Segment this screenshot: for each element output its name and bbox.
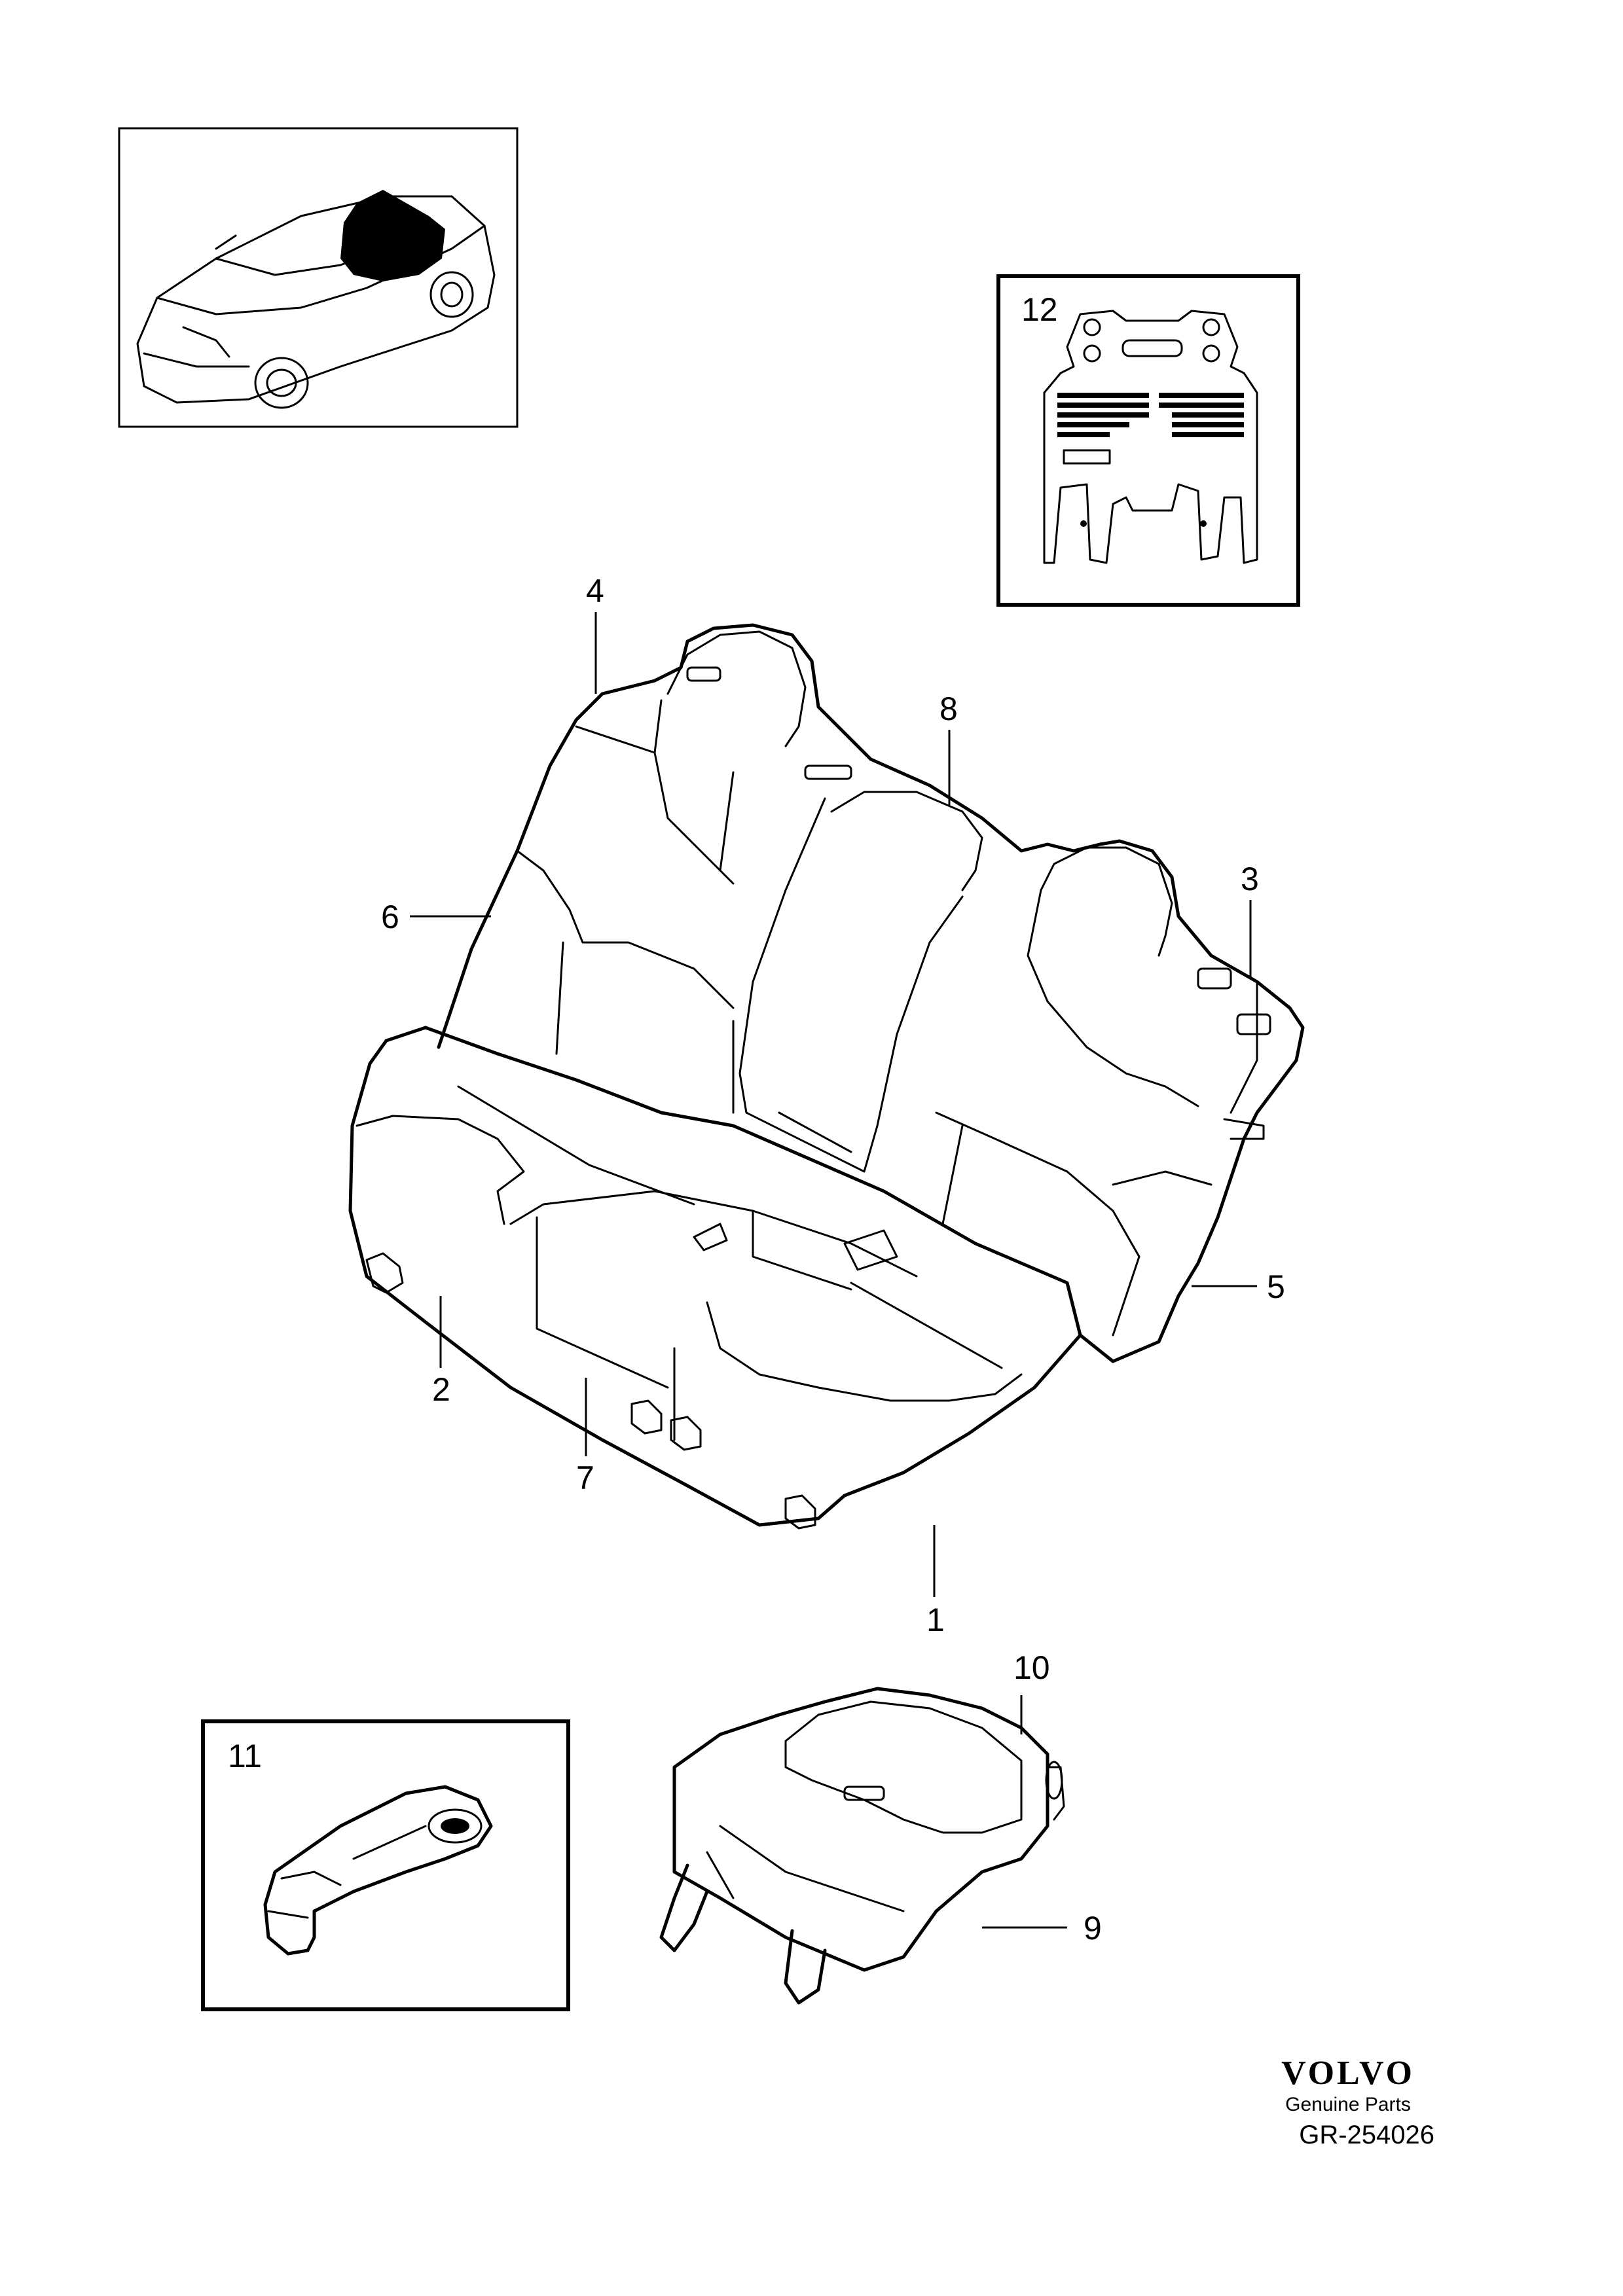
leader-lines <box>410 612 1257 1929</box>
brand-subtitle: Genuine Parts <box>1285 2094 1411 2115</box>
callout-10: 10 <box>1013 1649 1050 1686</box>
callout-8: 8 <box>939 691 958 727</box>
car-locator-icon <box>136 190 496 409</box>
diagram-reference: GR-254026 <box>1299 2121 1434 2149</box>
clip-inset: 11 <box>201 1719 570 2011</box>
callout-2: 2 <box>432 1371 450 1408</box>
car-locator-inset <box>118 127 519 428</box>
callout-9: 9 <box>1084 1910 1102 1946</box>
callout-12: 12 <box>1021 291 1058 328</box>
callout-1: 1 <box>926 1602 945 1638</box>
seat-label-sticker <box>1043 310 1258 564</box>
belt-guide-clip <box>263 1785 493 1956</box>
callout-5: 5 <box>1267 1268 1285 1305</box>
brand-block: VOLVO Genuine Parts <box>1263 2055 1433 2118</box>
volvo-logo: VOLVO <box>1281 2054 1415 2092</box>
callout-11: 11 <box>228 1738 262 1774</box>
callout-4: 4 <box>586 573 604 609</box>
callout-3: 3 <box>1241 861 1259 897</box>
rear-seat-assembly <box>348 623 1305 1530</box>
callout-6: 6 <box>381 899 399 935</box>
callout-7: 7 <box>576 1460 594 1496</box>
label-inset: 12 <box>996 274 1300 607</box>
child-booster-cushion <box>659 1687 1065 2005</box>
